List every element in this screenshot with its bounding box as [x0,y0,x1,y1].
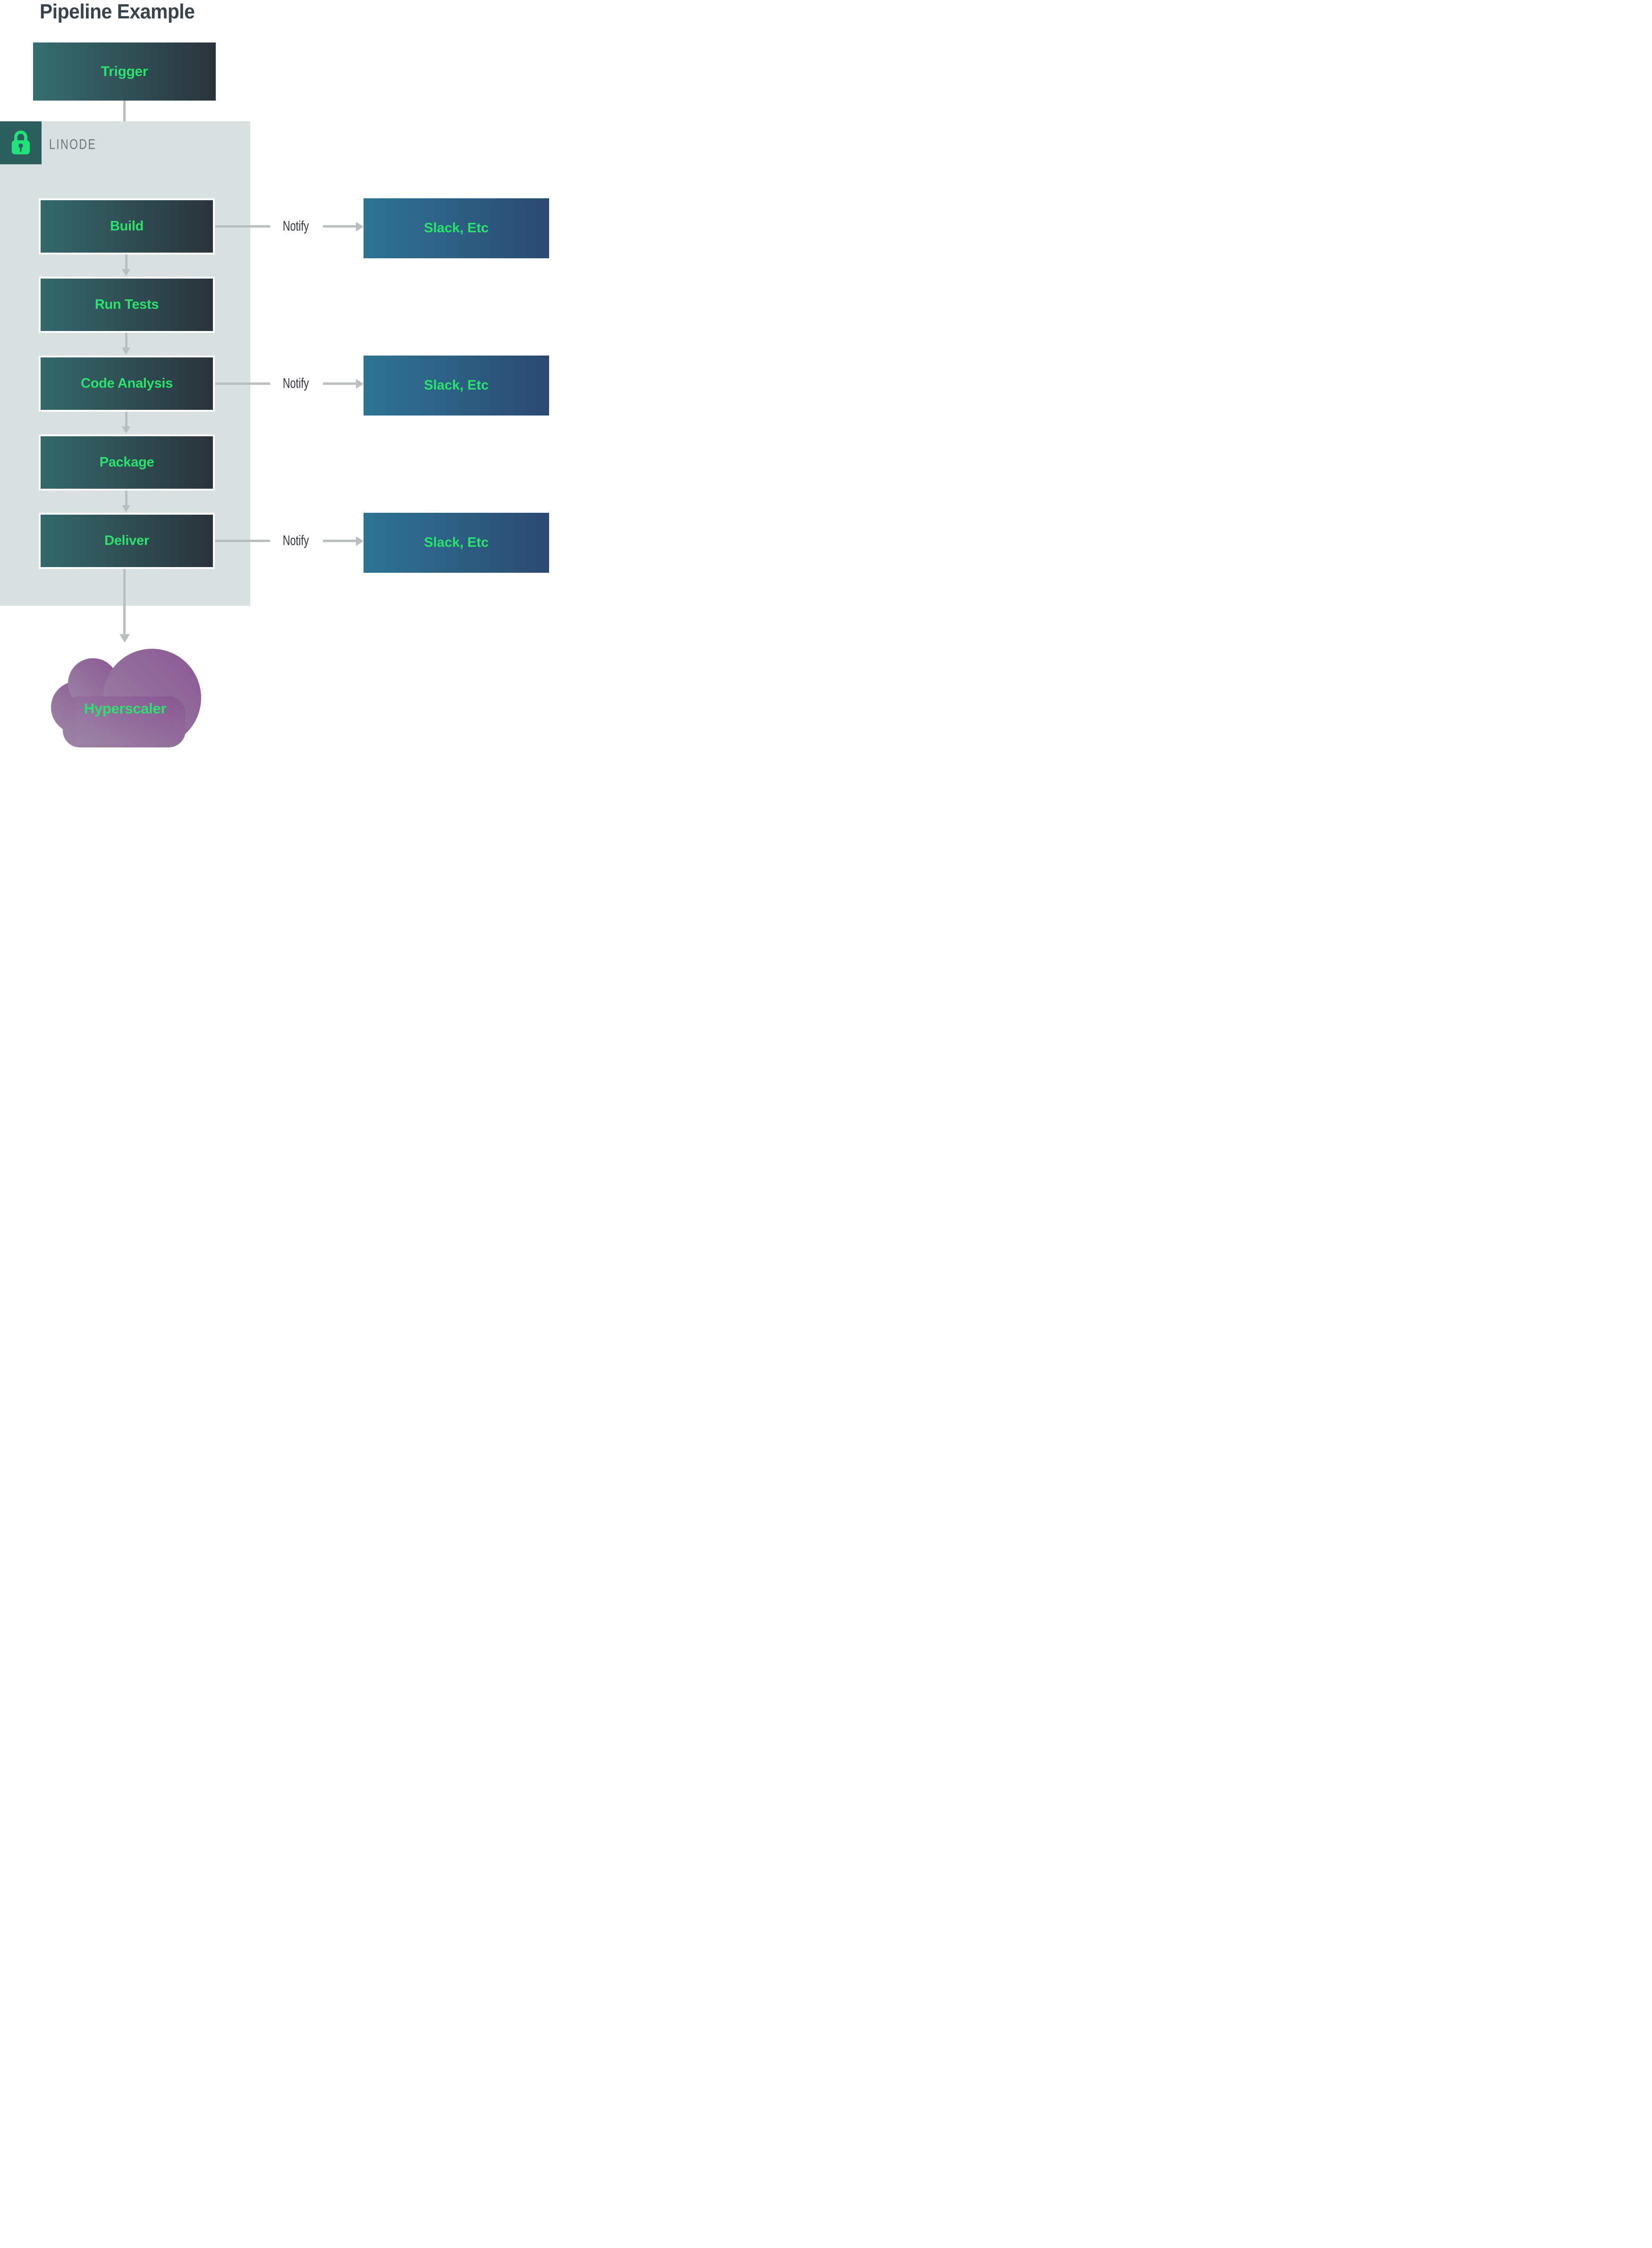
arrow-build-runtests-line [125,254,127,270]
slack-node-deliver-label: Slack, Etc [424,535,489,550]
notify-arrow-codeanalysis-line [323,382,356,385]
arrow-codeanalysis-package-line [125,412,127,427]
linode-panel-label: LINODE [49,136,97,152]
notify-arrow-build-line [323,225,356,228]
slack-node-build-label: Slack, Etc [424,221,489,236]
notify-label-build: Notify [283,218,309,234]
hyperscaler-cloud-icon [51,649,201,747]
arrow-deliver-cloud-head-icon [119,634,130,643]
trigger-node: Trigger [33,42,216,101]
notify-arrow-deliver-head-icon [356,536,364,546]
stage-package-label: Package [99,455,154,470]
stage-build-label: Build [110,219,144,234]
slack-node-deliver: Slack, Etc [364,513,549,573]
page-title: Pipeline Example [40,0,195,23]
pipeline-diagram: Pipeline Example Trigger LINODE Build Ru… [0,0,551,749]
trigger-label: Trigger [101,63,148,79]
lock-icon [10,128,32,158]
notify-label-deliver: Notify [283,533,309,548]
slack-node-codeanalysis-label: Slack, Etc [424,378,489,393]
arrow-runtests-codeanalysis-line [125,333,127,348]
hyperscaler-label: Hyperscaler [84,700,167,717]
stage-build: Build [39,198,215,254]
stage-code-analysis: Code Analysis [39,356,215,412]
arrow-build-runtests-head-icon [122,269,130,276]
arrow-package-deliver-line [125,491,127,506]
notify-arrow-deliver-line [323,540,356,542]
stage-package: Package [39,434,215,491]
arrow-deliver-cloud-line [123,569,126,635]
notify-line-build [215,225,270,228]
stage-deliver-label: Deliver [104,533,149,548]
slack-node-codeanalysis: Slack, Etc [364,356,549,416]
notify-arrow-build-head-icon [356,222,364,231]
stage-code-analysis-label: Code Analysis [81,376,173,391]
stage-run-tests-label: Run Tests [94,297,159,312]
stage-run-tests: Run Tests [39,277,215,333]
notify-arrow-codeanalysis-head-icon [356,379,364,389]
arrow-package-deliver-head-icon [122,505,130,512]
arrow-codeanalysis-package-head-icon [122,426,130,433]
notify-line-deliver [215,540,270,542]
notify-label-codeanalysis: Notify [283,375,309,391]
slack-node-build: Slack, Etc [364,198,549,258]
lock-badge [0,121,42,164]
notify-line-codeanalysis [215,382,270,385]
arrow-runtests-codeanalysis-head-icon [122,348,130,355]
stage-deliver: Deliver [39,513,215,569]
